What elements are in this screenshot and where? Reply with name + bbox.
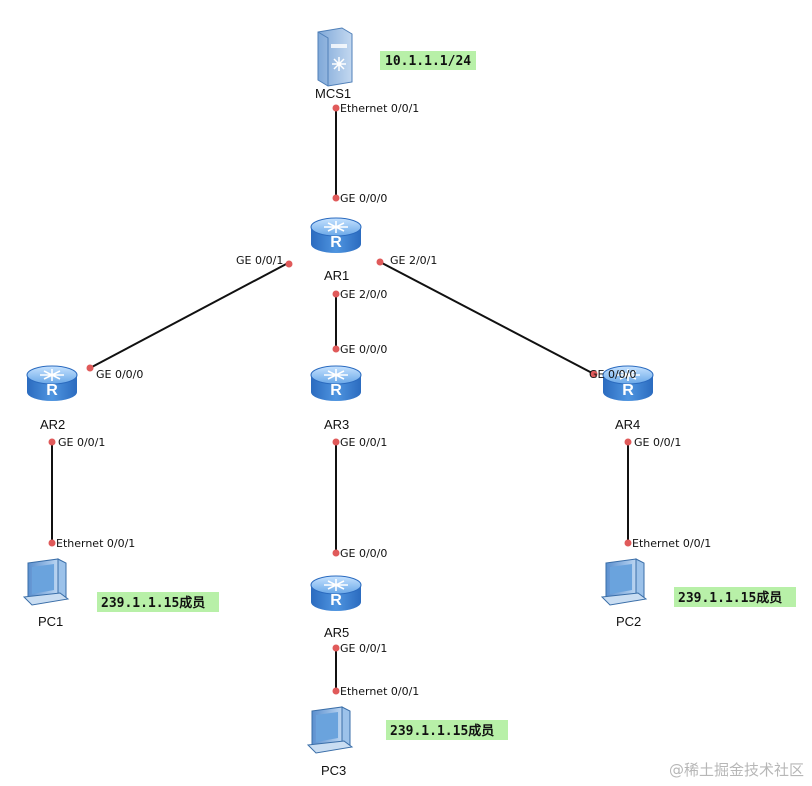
router-ar1[interactable]: AR1	[310, 217, 362, 283]
port-dot	[48, 438, 56, 446]
device-label-pc2: PC2	[616, 614, 641, 629]
server-icon	[317, 27, 353, 87]
port-dot	[332, 290, 340, 298]
device-label-pc3: PC3	[321, 763, 346, 778]
pc3[interactable]: PC3	[307, 706, 353, 778]
port-label-ar1-ge200: GE 2/0/0	[340, 288, 387, 301]
watermark: @稀土掘金技术社区	[668, 761, 804, 779]
pc1-member-note: 239.1.1.15成员	[101, 595, 205, 611]
pc-icon	[601, 558, 647, 606]
port-dots	[48, 104, 632, 695]
pc3-member-note-bg	[386, 720, 508, 740]
device-label-ar5: AR5	[324, 625, 349, 640]
port-label-pc1-eth: Ethernet 0/0/1	[56, 537, 135, 550]
port-dot	[590, 370, 598, 378]
port-dot	[332, 549, 340, 557]
port-label-mcs1-eth: Ethernet 0/0/1	[340, 102, 419, 115]
port-labels: Ethernet 0/0/1 GE 0/0/0 GE 0/0/1 GE 2/0/…	[56, 102, 711, 698]
router-icon	[310, 365, 362, 402]
pc3-member-note: 239.1.1.15成员	[390, 723, 494, 739]
port-label-ar4-ge000: GE 0/0/0	[589, 368, 636, 381]
device-label-pc1: PC1	[38, 614, 63, 629]
mcs1-ip-note: 10.1.1.1/24	[385, 54, 471, 69]
port-label-ar1-ge001: GE 0/0/1	[236, 254, 283, 267]
router-ar5[interactable]: AR5	[310, 575, 362, 640]
port-label-ar3-ge000: GE 0/0/0	[340, 343, 387, 356]
port-dot	[86, 364, 94, 372]
port-dot	[48, 539, 56, 547]
router-icon	[310, 575, 362, 612]
router-ar3[interactable]: AR3	[310, 365, 362, 432]
device-label-ar1: AR1	[324, 268, 349, 283]
port-label-ar4-ge001: GE 0/0/1	[634, 436, 681, 449]
port-dot	[624, 539, 632, 547]
router-icon	[310, 217, 362, 254]
pc1[interactable]: PC1	[23, 558, 69, 629]
link-ar1-ar2	[89, 261, 291, 369]
port-dot	[285, 260, 293, 268]
pc-icon	[23, 558, 69, 606]
port-label-ar5-ge000: GE 0/0/0	[340, 547, 387, 560]
port-dot	[332, 438, 340, 446]
pc2-member-note-bg	[674, 587, 796, 607]
port-dot	[332, 644, 340, 652]
links	[51, 108, 629, 690]
router-ar4[interactable]: AR4	[602, 365, 654, 432]
port-label-ar5-ge001: GE 0/0/1	[340, 642, 387, 655]
link-ar1-ar4	[379, 261, 595, 375]
port-dot	[332, 194, 340, 202]
port-label-ar2-ge001: GE 0/0/1	[58, 436, 105, 449]
device-label-mcs1: MCS1	[315, 86, 351, 101]
port-dot	[332, 345, 340, 353]
port-label-ar3-ge001: GE 0/0/1	[340, 436, 387, 449]
pc-icon	[307, 706, 353, 754]
port-label-ar2-ge000: GE 0/0/0	[96, 368, 143, 381]
device-label-ar3: AR3	[324, 417, 349, 432]
mcs1-ip-note-bg	[380, 51, 476, 70]
mcs1-server[interactable]: MCS1	[315, 27, 353, 101]
port-label-ar1-ge000: GE 0/0/0	[340, 192, 387, 205]
port-label-pc3-eth: Ethernet 0/0/1	[340, 685, 419, 698]
router-icon	[26, 365, 78, 402]
port-dot	[332, 687, 340, 695]
pc2[interactable]: PC2	[601, 558, 647, 629]
router-ar2[interactable]: AR2	[26, 365, 78, 432]
port-label-pc2-eth: Ethernet 0/0/1	[632, 537, 711, 550]
port-dot	[376, 258, 384, 266]
port-dot	[624, 438, 632, 446]
pc1-member-note-bg	[97, 592, 219, 612]
port-label-ar1-ge201: GE 2/0/1	[390, 254, 437, 267]
port-dot	[332, 104, 340, 112]
device-label-ar2: AR2	[40, 417, 65, 432]
pc2-member-note: 239.1.1.15成员	[678, 590, 782, 606]
device-label-ar4: AR4	[615, 417, 640, 432]
